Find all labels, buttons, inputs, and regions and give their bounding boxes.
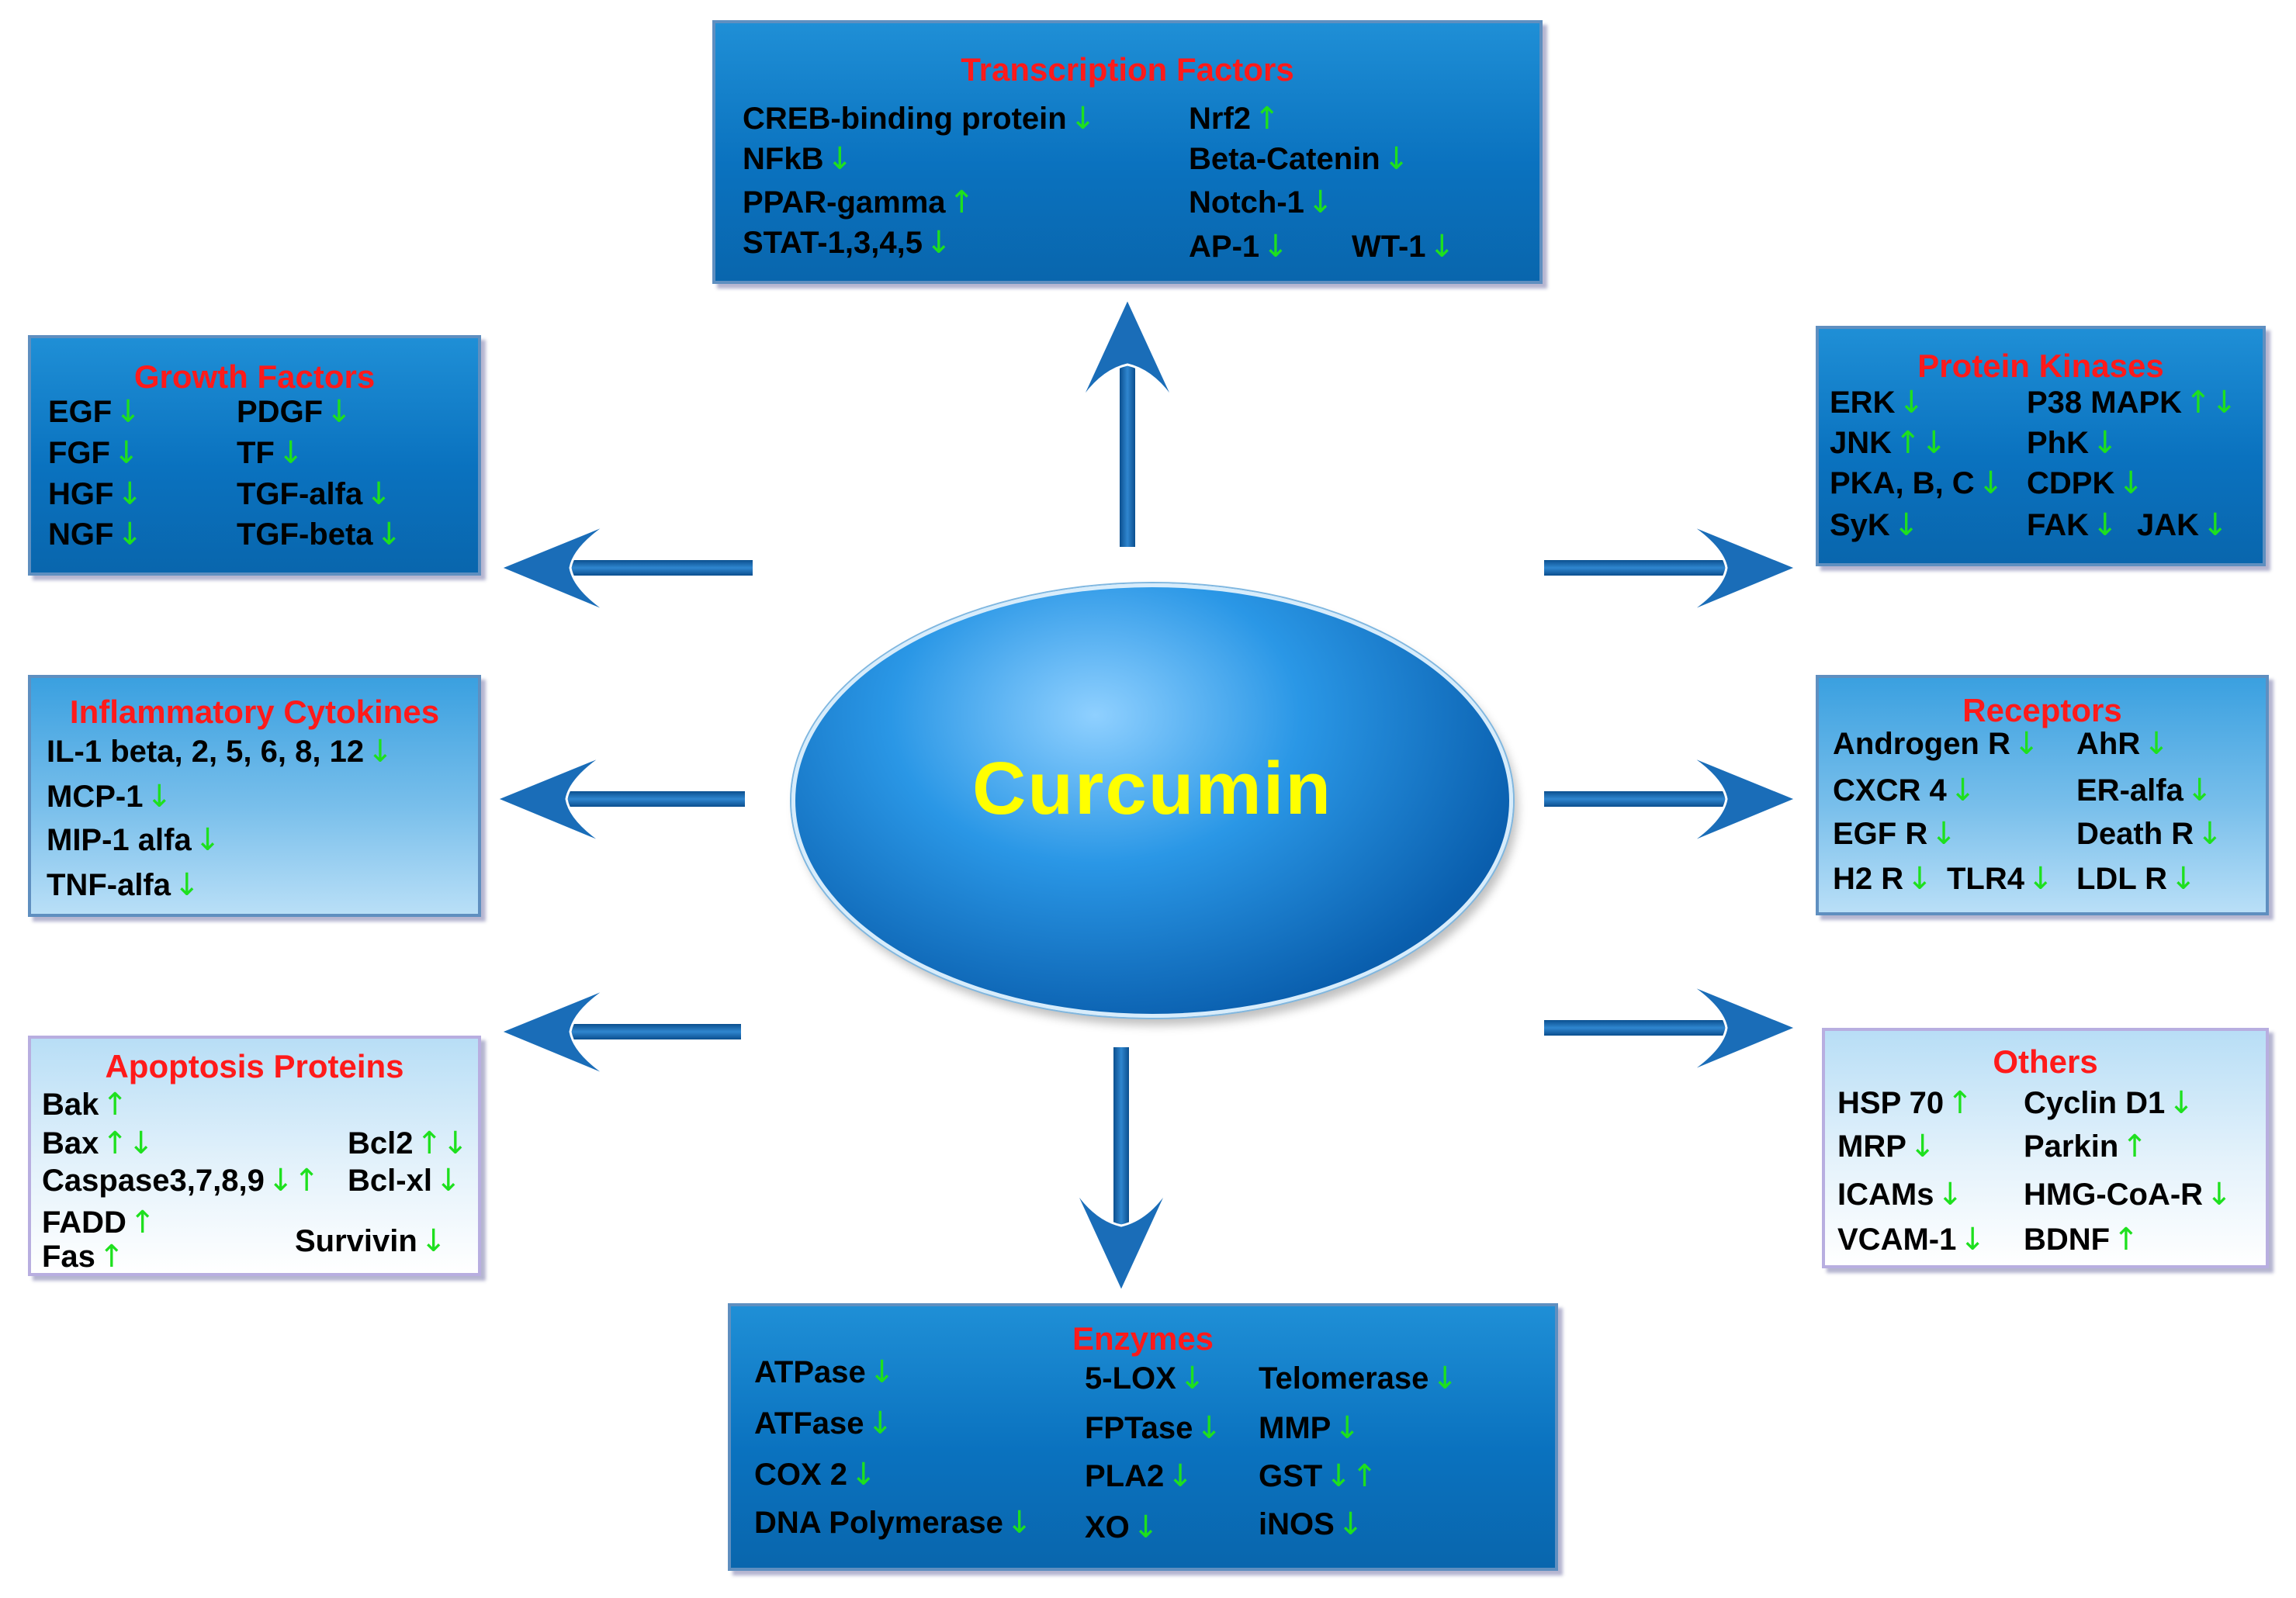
curcumin-ellipse: Curcumin: [791, 583, 1513, 1018]
gf-tf: TF↓: [237, 435, 304, 471]
arrow-to-growth-factors: [497, 522, 753, 614]
others-box: Others HSP 70↑ MRP↓ ICAMs↓ VCAM-1↓ Cycli…: [1822, 1028, 2269, 1268]
pk-cdpk: CDPK↓: [2027, 465, 2144, 501]
protein-kinases-box: Protein Kinases ERK↓ JNK↑↓ PKA, B, C↓ Sy…: [1816, 326, 2266, 566]
pk-phk: PhK↓: [2027, 425, 2118, 461]
ot-hmg-coa-r: HMG-CoA-R↓: [2024, 1177, 2232, 1212]
rc-cxcr4: CXCR 4↓: [1833, 773, 1976, 808]
transcription-factors-box: Transcription Factors CREB-binding prote…: [712, 20, 1543, 284]
pk-jnk: JNK↑↓: [1830, 425, 1948, 461]
rc-androgen: Androgen R↓: [1833, 726, 2040, 762]
gf-egf: EGF↓: [48, 394, 141, 430]
arrow-to-protein-kinases: [1544, 522, 1799, 614]
ot-bdnf: BDNF↑: [2024, 1222, 2139, 1257]
apoptosis-proteins-title: Apoptosis Proteins: [105, 1048, 404, 1084]
ez-fptase: FPTase↓: [1085, 1410, 1222, 1446]
tf-wt1: WT-1↓: [1352, 229, 1456, 265]
ap-fadd: FADD↑: [42, 1205, 156, 1240]
tf-nfkb: NFkB↓: [743, 141, 853, 177]
ap-bcl-xl: Bcl-xl↓: [348, 1163, 462, 1198]
inflammatory-cytokines-title: Inflammatory Cytokines: [69, 694, 440, 730]
arrow-to-apoptosis-proteins: [497, 986, 741, 1078]
gf-fgf: FGF↓: [48, 435, 140, 471]
ic-interleukins: IL-1 beta, 2, 5, 6, 8, 12↓: [47, 734, 393, 770]
ez-atpase: ATPase↓: [754, 1354, 895, 1390]
arrow-to-transcription-factors: [1078, 296, 1177, 547]
ot-vcam1: VCAM-1↓: [1837, 1222, 1986, 1257]
inflammatory-cytokines-box: Inflammatory Cytokines IL-1 beta, 2, 5, …: [28, 675, 481, 917]
ez-xo: XO↓: [1085, 1510, 1159, 1545]
ez-mmp: MMP↓: [1259, 1410, 1360, 1446]
enzymes-box: Enzymes ATPase↓ ATFase↓ COX 2↓ DNA Polym…: [728, 1303, 1558, 1571]
pk-erk: ERK↓: [1830, 385, 1924, 420]
ap-fas: Fas↑: [42, 1239, 125, 1275]
pk-pka: PKA, B, C↓: [1830, 465, 2004, 501]
others-title: Others: [1993, 1043, 2098, 1080]
rc-egfr: EGF R↓: [1833, 816, 1957, 852]
ot-mrp: MRP↓: [1837, 1129, 1936, 1164]
ic-mcp1: MCP-1↓: [47, 779, 172, 815]
pk-p38: P38 MAPK↑↓: [2027, 385, 2238, 420]
pk-syk: SyK↓: [1830, 507, 1920, 543]
growth-factors-title: Growth Factors: [133, 358, 376, 395]
receptors-title: Receptors: [1962, 692, 2122, 728]
tf-beta-catenin: Beta-Catenin↓: [1189, 141, 1410, 177]
rc-er-alfa: ER-alfa↓: [2076, 773, 2213, 808]
ap-caspase: Caspase3,7,8,9↓↑: [42, 1163, 320, 1198]
ic-tnf: TNF-alfa↓: [47, 867, 200, 903]
gf-pdgf: PDGF↓: [237, 394, 352, 430]
tf-ap1: AP-1↓: [1189, 229, 1289, 265]
receptors-box: Receptors Androgen R↓ CXCR 4↓ EGF R↓ H2 …: [1816, 675, 2269, 915]
gf-tgf-alfa: TGF-alfa↓: [237, 476, 392, 512]
rc-h2r: H2 R↓: [1833, 861, 1933, 897]
rc-tlr4: TLR4↓: [1947, 861, 2054, 897]
protein-kinases-title: Protein Kinases: [1917, 348, 2164, 384]
ap-bcl2: Bcl2↑↓: [348, 1126, 469, 1161]
ez-telomerase: Telomerase↓: [1259, 1361, 1458, 1396]
tf-notch1: Notch-1↓: [1189, 185, 1334, 220]
rc-death: Death R↓: [2076, 816, 2223, 852]
gf-hgf: HGF↓: [48, 476, 143, 512]
arrow-to-inflammatory-cytokines: [493, 753, 745, 846]
ez-gst: GST↓↑: [1259, 1458, 1378, 1494]
ot-cyclin-d1: Cyclin D1↓: [2024, 1085, 2194, 1121]
ap-bax: Bax↑↓: [42, 1126, 154, 1161]
arrow-to-enzymes: [1072, 1047, 1171, 1295]
apoptosis-proteins-box: Apoptosis Proteins Bak↑ Bax↑↓ Caspase3,7…: [28, 1036, 481, 1276]
growth-factors-box: Growth Factors EGF↓ FGF↓ HGF↓ NGF↓ PDGF↓…: [28, 335, 481, 576]
rc-ahr: AhR↓: [2076, 726, 2170, 762]
ic-mip1: MIP-1 alfa↓: [47, 822, 221, 858]
gf-tgf-beta: TGF-beta↓: [237, 517, 403, 552]
arrow-to-others: [1544, 982, 1799, 1074]
ot-parkin: Parkin↑: [2024, 1129, 2148, 1164]
arrow-to-receptors: [1544, 753, 1799, 846]
tf-creb: CREB-binding protein↓: [743, 101, 1096, 137]
pk-fak: FAK↓: [2027, 507, 2118, 543]
ez-dna-polymerase: DNA Polymerase↓: [754, 1505, 1033, 1541]
curcumin-label: Curcumin: [971, 747, 1333, 830]
enzymes-title: Enzymes: [1072, 1320, 1214, 1357]
ez-pla2: PLA2↓: [1085, 1458, 1193, 1494]
gf-ngf: NGF↓: [48, 517, 143, 552]
ez-inos: iNOS↓: [1259, 1506, 1364, 1542]
tf-stat: STAT-1,3,4,5↓: [743, 225, 952, 261]
tf-ppar: PPAR-gamma↑: [743, 185, 975, 220]
tf-nrf2: Nrf2↑: [1189, 101, 1280, 137]
transcription-factors-title: Transcription Factors: [961, 51, 1294, 88]
ez-cox2: COX 2↓: [754, 1457, 877, 1493]
ot-hsp70: HSP 70↑: [1837, 1085, 1973, 1121]
ap-survivin: Survivin↓: [295, 1223, 447, 1259]
rc-ldlr: LDL R↓: [2076, 861, 2197, 897]
ap-bak: Bak↑: [42, 1087, 128, 1122]
pk-jak: JAK↓: [2137, 507, 2228, 543]
ez-atfase: ATFase↓: [754, 1406, 894, 1441]
ez-5lox: 5-LOX↓: [1085, 1361, 1206, 1396]
ot-icams: ICAMs↓: [1837, 1177, 1963, 1212]
